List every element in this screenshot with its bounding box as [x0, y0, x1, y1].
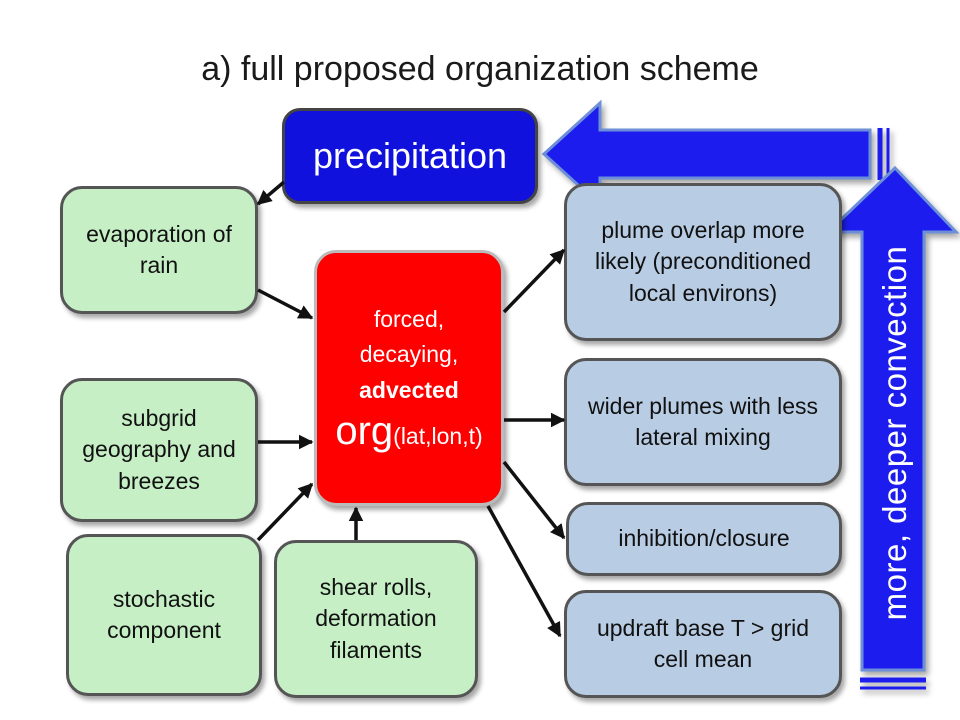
inhibition-label: inhibition/closure — [618, 525, 790, 552]
org-variable: org(lat,lon,t) — [335, 409, 482, 455]
precipitation-label: precipitation — [312, 134, 508, 176]
precipitation-node: precipitation — [282, 108, 538, 204]
updraft-label: updraft base T > grid cell mean — [596, 614, 810, 672]
shear-node: shear rolls, deformation filaments — [274, 540, 478, 698]
org-line3: advected — [359, 377, 459, 403]
org-node: forced, decaying, advected org(lat,lon,t… — [314, 250, 504, 506]
updraft-node: updraft base T > grid cell mean — [564, 590, 842, 698]
org-line2: decaying, — [359, 341, 459, 368]
arrow-evaporation-to-org — [257, 288, 314, 320]
plume-overlap-label: plume overlap more likely (preconditione… — [594, 217, 812, 306]
arrow-org-to-inhibition — [502, 460, 566, 540]
subgrid-node: subgrid geography and breezes — [60, 378, 258, 522]
wider-plumes-node: wider plumes with less lateral mixing — [564, 358, 842, 486]
stochastic-label: stochastic component — [107, 585, 221, 643]
shear-label: shear rolls, deformation filaments — [315, 574, 437, 663]
inhibition-node: inhibition/closure — [566, 502, 842, 576]
arrow-precip-to-evaporation — [256, 180, 286, 206]
arrow-stochastic-to-org — [256, 482, 314, 542]
arrow-org-to-plume-overlap — [502, 248, 566, 314]
wider-plumes-label: wider plumes with less lateral mixing — [587, 392, 819, 450]
org-symbol: org — [335, 408, 394, 453]
org-arguments: (lat,lon,t) — [393, 422, 483, 449]
vertical-feedback-arrow — [824, 165, 960, 690]
evaporation-node: evaporation of rain — [60, 186, 258, 314]
stochastic-node: stochastic component — [66, 534, 262, 696]
arrow-org-to-updraft — [486, 505, 562, 638]
org-line1: forced, — [373, 305, 445, 332]
diagram-title: a) full proposed organization scheme — [201, 50, 759, 88]
subgrid-label: subgrid geography and breezes — [82, 405, 236, 494]
plume-overlap-node: plume overlap more likely (preconditione… — [564, 183, 842, 341]
horizontal-feedback-arrow — [541, 99, 890, 209]
evaporation-label: evaporation of rain — [86, 220, 232, 278]
